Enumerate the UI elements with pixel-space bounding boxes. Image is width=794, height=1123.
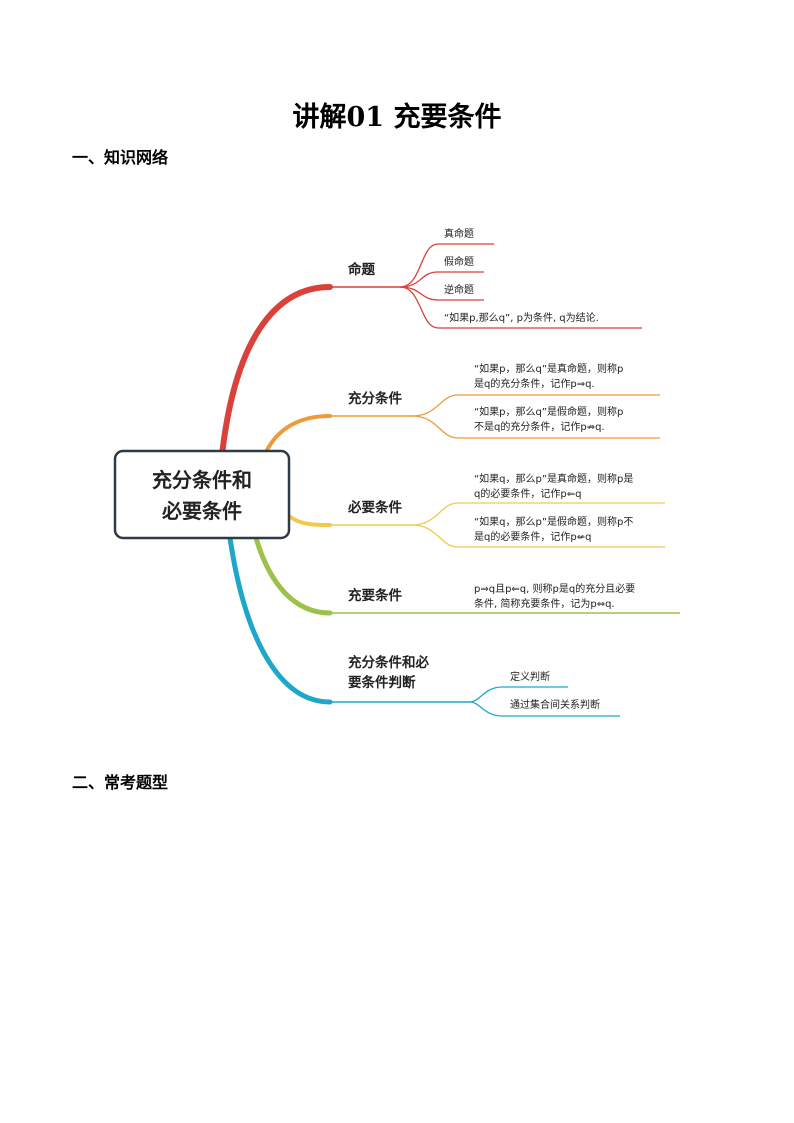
branch-connector-proposition [219,284,333,458]
leaf-connector-proposition [399,286,439,301]
leaf-connector-judgment [469,701,503,717]
leaf-text-sufficient: 不是q的充分条件，记作p⇏q. [474,420,605,433]
leaf-text-proposition: 假命题 [444,255,474,268]
page-title: 讲解01 充要条件 [292,102,502,133]
leaf-text-proposition: 逆命题 [444,283,474,296]
branch-label-proposition: 命题 [347,261,375,278]
section-heading-common-question-types: 二、常考题型 [72,773,169,792]
leaf-text-proposition: 真命题 [444,227,474,240]
branch-connector-necessary [287,514,332,527]
leaf-connector-necessary [411,502,459,526]
leaf-text-proposition: “如果p,那么q”, p为条件, q为结论. [444,311,599,324]
leaf-text-sufficient: “如果p，那么q”是真命题，则称p [474,362,623,375]
leaf-text-judgment: 定义判断 [510,670,550,683]
leaf-text-necessary: “如果q，那么p”是真命题，则称p是 [474,472,633,485]
center-node [113,449,291,540]
leaf-connector-judgment [469,686,503,703]
leaf-connector-necessary [411,524,459,548]
branch-connector-sufficient [264,414,332,454]
branch-label-necessary-sufficient: 充要条件 [348,587,402,604]
branch-connector-judgment [227,535,333,705]
branch-label-judgment: 要条件判断 [348,674,416,691]
section-heading-knowledge-network: 一、知识网络 [72,148,169,167]
leaf-text-necessary: “如果q，那么p”是假命题，则称p不 [474,515,633,528]
branch-connector-necessary-sufficient [253,535,333,616]
leaf-connector-proposition [399,286,439,329]
leaf-text-necessary-sufficient: 条件, 简称充要条件，记为p⇔q. [474,597,615,610]
branch-label-judgment: 充分条件和必 [348,654,429,671]
leaf-text-sufficient: “如果p，那么q”是假命题，则称p [474,405,623,418]
leaf-text-judgment: 通过集合间关系判断 [510,698,600,711]
leaf-connector-proposition [399,243,439,288]
branch-label-necessary: 必要条件 [347,499,402,516]
leaf-connector-sufficient [411,415,459,439]
leaf-text-necessary: 是q的必要条件，记作p⇍q [474,530,591,543]
branch-label-sufficient: 充分条件 [348,390,402,407]
leaf-text-sufficient: 是q的充分条件，记作p⇒q. [474,377,595,390]
leaf-text-necessary-sufficient: p⇒q且p⇐q, 则称p是q的充分且必要 [474,582,635,595]
center-node-label-line-2: 必要条件 [161,499,242,523]
leaf-connector-sufficient [411,394,459,417]
leaf-text-necessary: q的必要条件，记作p⇐q [474,487,581,500]
leaf-connector-proposition [399,271,439,288]
center-node-label-line-1: 充分条件和 [152,468,252,492]
